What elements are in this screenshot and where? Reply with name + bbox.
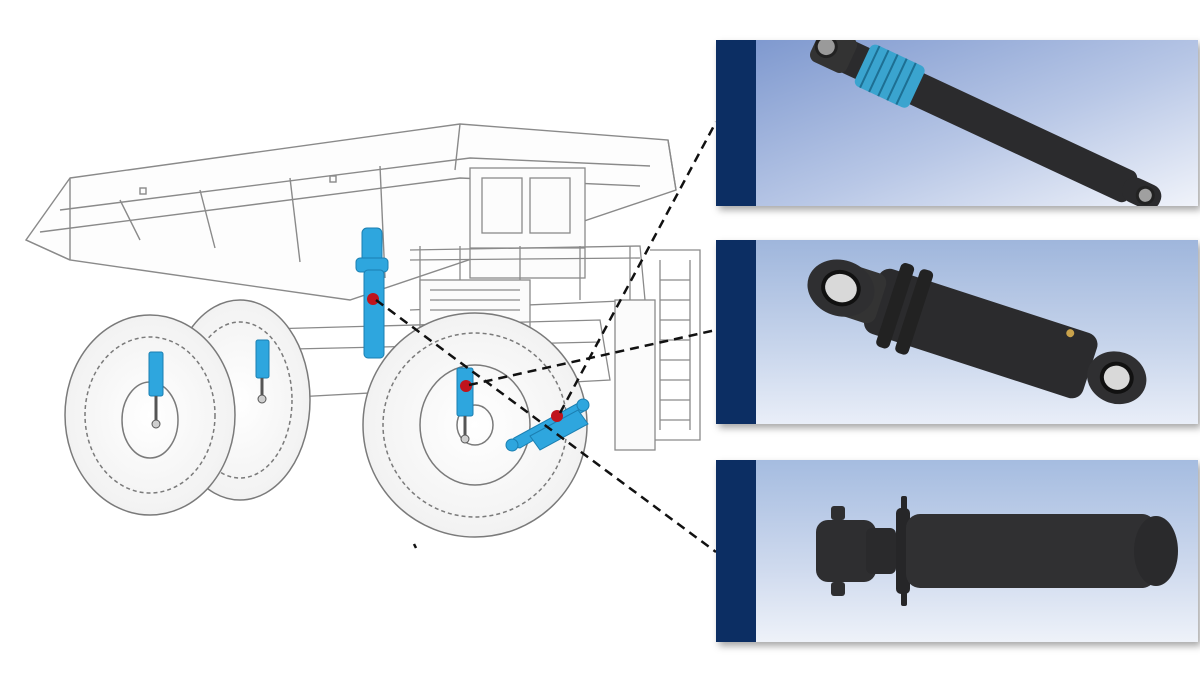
callout-panel-hoist-cylinder [716,40,1198,206]
panel-stripe [716,240,756,424]
hoist-cylinder-highlight [355,227,389,359]
suspension-cylinder-icon [807,259,1147,405]
rear-suspension-cylinder-left [148,351,164,429]
rear-tire-inner [64,314,236,516]
panel-stripe [716,460,756,642]
leader-lines [375,121,718,554]
leader-line-steering [558,121,718,414]
callout-panel-suspension-cylinder [716,240,1198,424]
front-suspension-cylinder [456,367,474,444]
steering-cylinder-icon [816,496,1178,606]
hoist-cylinder-icon [810,40,1162,206]
leader-line-hoist [375,298,717,554]
callout-panel-steering-cylinder [716,460,1198,642]
front-tire [362,312,588,538]
steering-cylinder-highlight [505,398,590,452]
cab-structure [409,167,701,451]
leader-line-front-suspension [468,328,717,387]
marker-hoist [367,293,379,305]
leader-stub [412,543,418,549]
rear-suspension-cylinder-right [255,339,270,404]
panel-stripe [716,40,756,206]
marker-front-suspension [460,380,472,392]
